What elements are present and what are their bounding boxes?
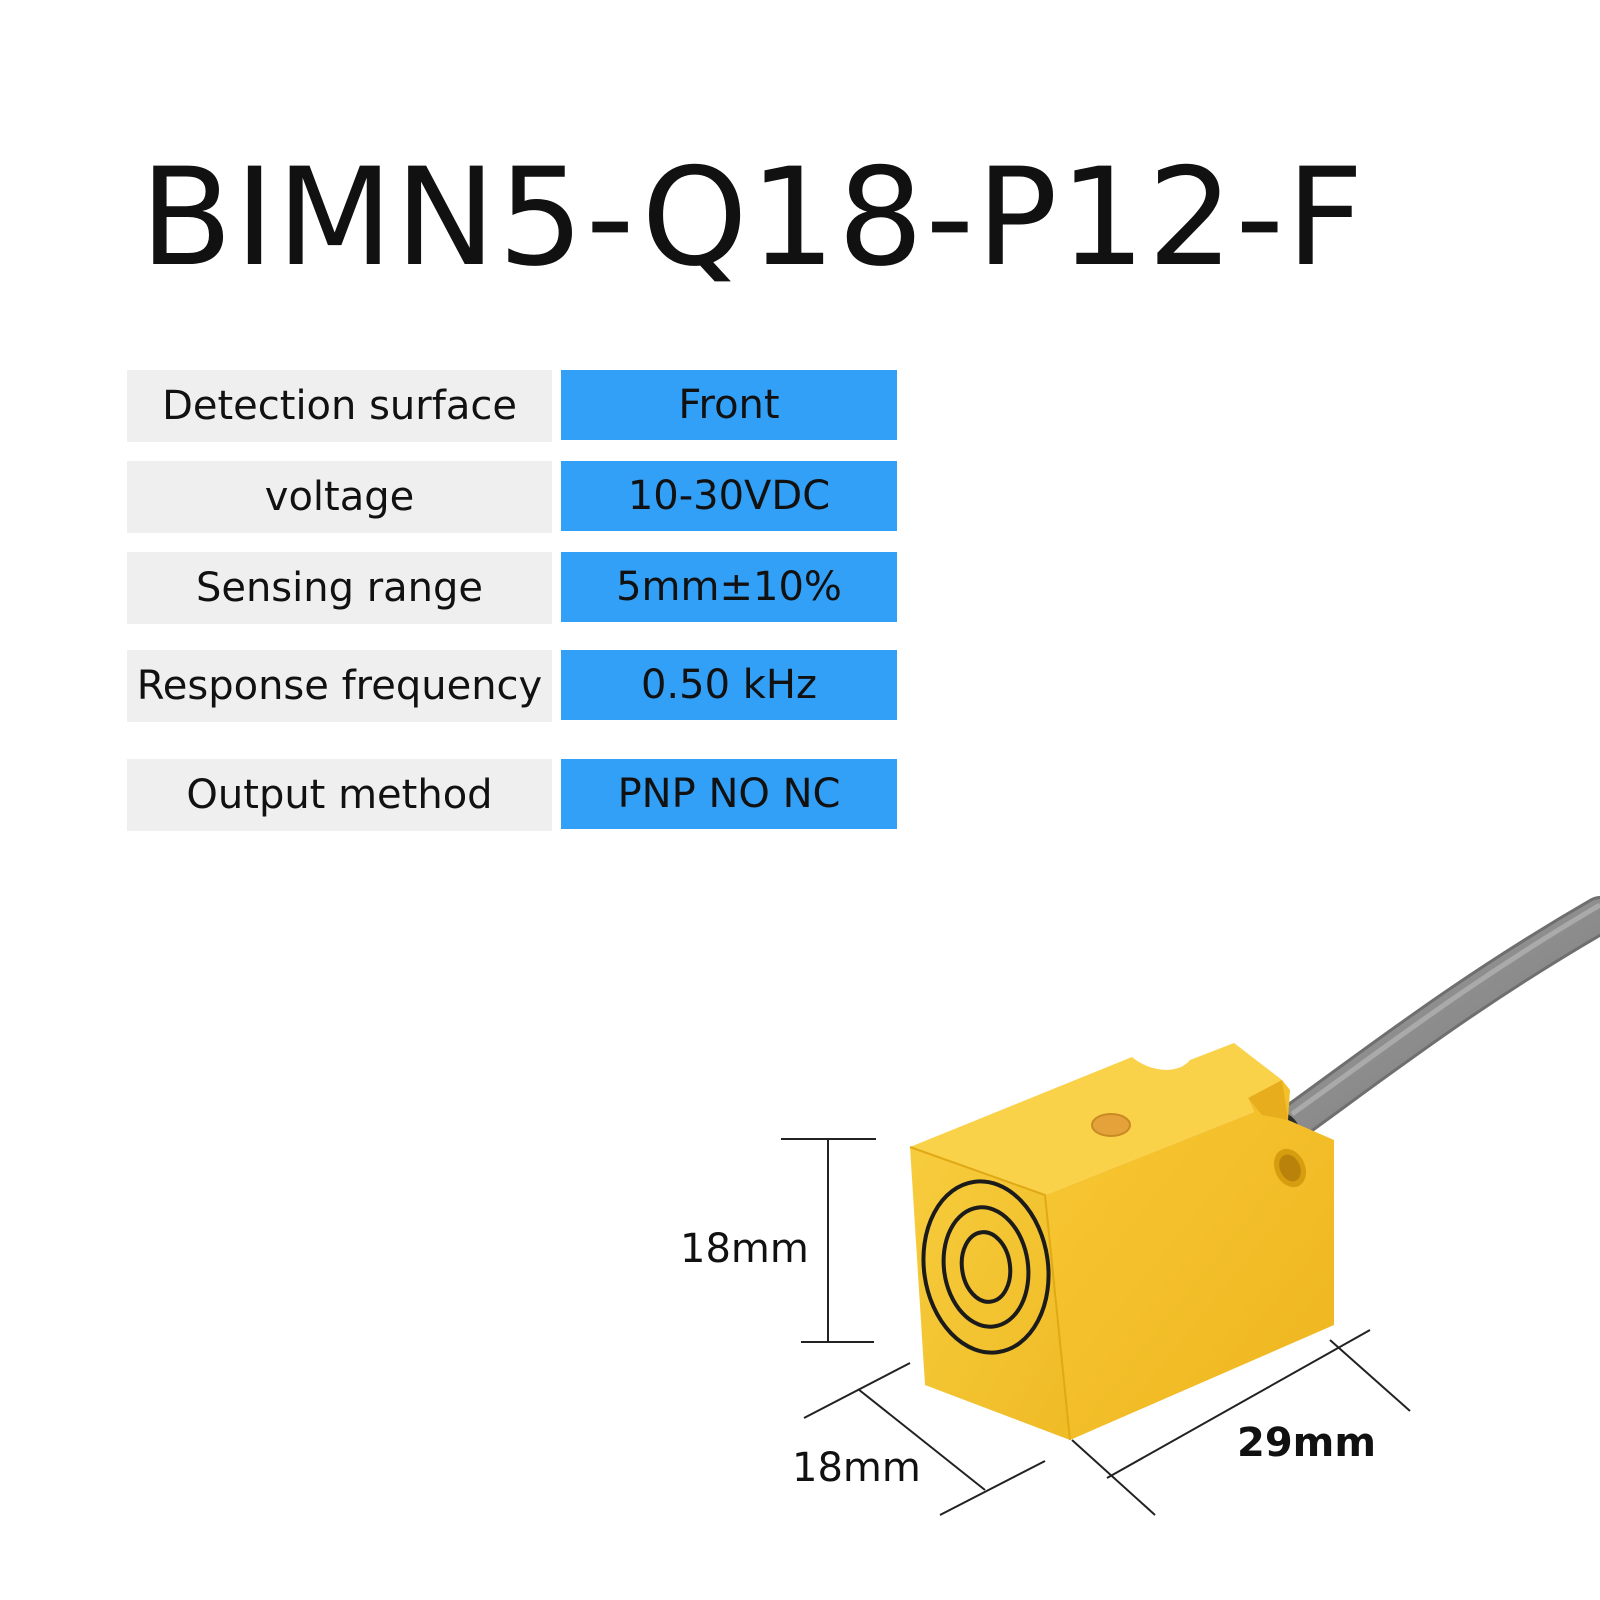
spec-value: 10-30VDC — [561, 461, 897, 531]
sensor-figure: 18mm 18mm 29mm — [680, 896, 1600, 1516]
sensor-body — [909, 1043, 1334, 1441]
model-title: BIMN5-Q18-P12-F — [140, 139, 1366, 296]
dimension-lines — [781, 1138, 1411, 1516]
spec-value: PNP NO NC — [561, 759, 897, 829]
spec-label: Detection surface — [127, 370, 552, 442]
spec-value: 0.50 kHz — [561, 650, 897, 720]
length-dimension-label: 29mm — [1237, 1420, 1376, 1466]
width-dimension-label: 18mm — [792, 1445, 921, 1491]
spec-label: Sensing range — [127, 552, 552, 624]
spec-label: Output method — [127, 759, 552, 831]
spec-value: Front — [561, 370, 897, 440]
sensing-face-rings-icon — [921, 1179, 1051, 1355]
sensor-cable — [1268, 896, 1600, 1149]
spec-label: voltage — [127, 461, 552, 533]
led-indicator-icon — [1091, 1113, 1131, 1137]
spec-value: 5mm±10% — [561, 552, 897, 622]
spec-label: Response frequency — [127, 650, 552, 722]
height-dimension-label: 18mm — [680, 1226, 809, 1272]
